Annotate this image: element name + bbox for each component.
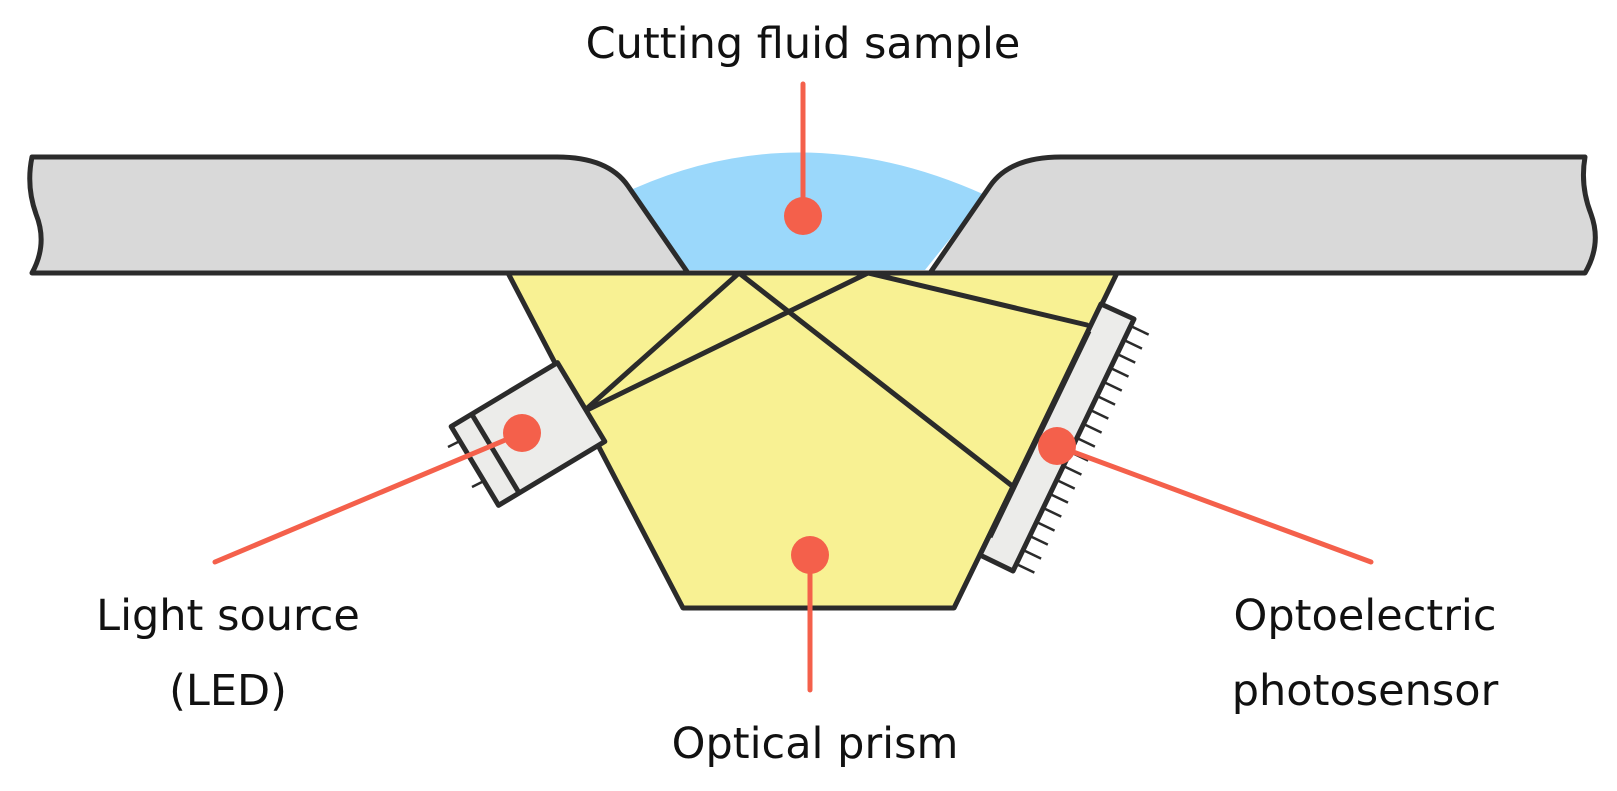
ray-reflected [736,270,1014,488]
label-light-source-line2: (LED) [169,666,287,716]
sensor-pin [1035,520,1056,532]
leader-dot-prism [791,536,829,574]
sensor-pin [1015,562,1035,574]
prism-icon [505,270,1120,611]
sensor-pin [1123,338,1143,350]
sensor-pin [1056,478,1076,490]
ray-reflected-2 [865,270,1090,328]
label-optical-prism: Optical prism [672,719,959,769]
sensor-pin [1089,408,1109,420]
housing-right [927,154,1598,276]
leader-dot-sample [784,197,822,235]
housing-left [27,154,691,276]
sensor-pin [1062,464,1082,476]
sensor-pin [1116,352,1136,364]
ray-incident-2 [580,270,871,415]
sensor-pin [1130,324,1150,336]
ray-incident-1 [580,270,742,415]
sensor-pin [1042,506,1062,518]
sensor-pin [1103,380,1123,392]
leader-dot-sensor [1038,427,1076,465]
sensor-pin [1022,548,1042,560]
leader-led [212,430,525,565]
sensor-pin [1109,366,1130,378]
leader-dot-led [503,414,541,452]
leader-sensor [1054,443,1374,565]
label-cutting-fluid-sample: Cutting fluid sample [586,19,1021,69]
led-base-line [469,412,522,495]
label-sensor-line1: Optoelectric [1234,591,1497,641]
label-light-source-line1: Light source [96,591,360,641]
sensor-pin [1029,534,1049,546]
sensor-pin [1096,394,1116,406]
leader-lines [212,81,1374,693]
sensor-pin [1083,422,1103,434]
sensor-pin [1049,492,1069,504]
label-sensor-line2: photosensor [1232,666,1499,716]
sensor-face-line [987,329,1092,539]
sensor-pin [1076,436,1096,448]
light-rays [580,270,1090,488]
